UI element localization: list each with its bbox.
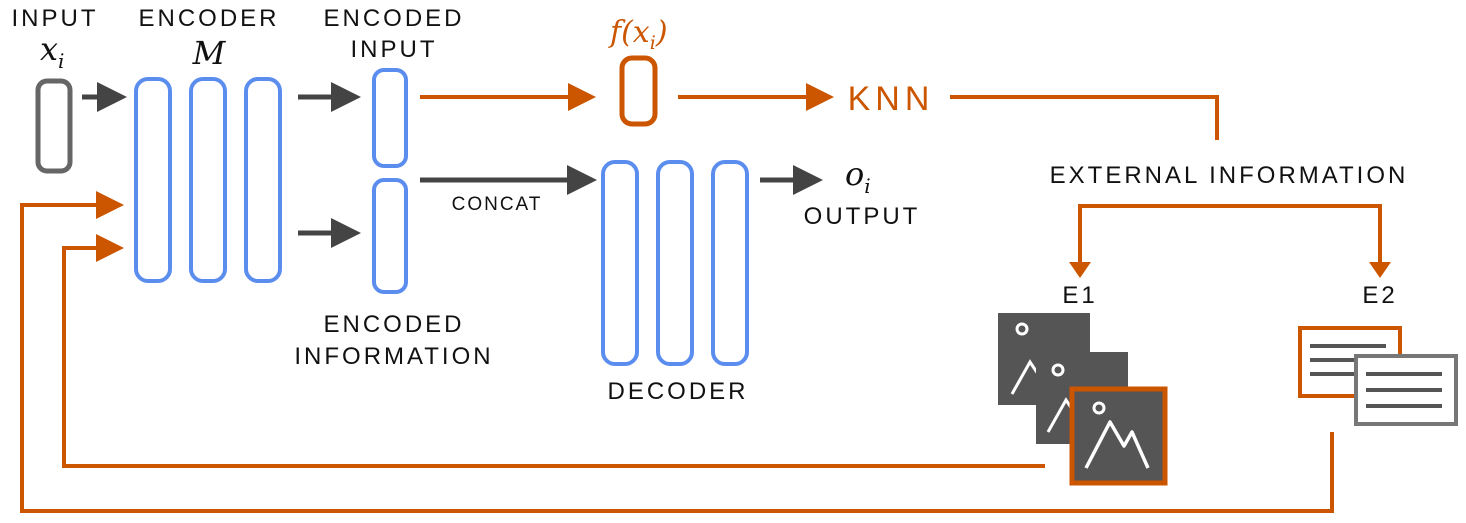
output-label: OUTPUT [804,203,921,230]
encoder-label: ENCODER [138,5,279,32]
output-symbol: oi [845,155,871,198]
e2-feedback-loop [20,191,1334,513]
encoder-symbol: M [192,34,227,72]
decoder-label: DECODER [607,378,748,405]
image-card-front [1069,386,1168,486]
decoder-layer-1 [601,160,639,366]
external-information-label: EXTERNAL INFORMATION [1050,162,1409,189]
encoded-input-label-line2: INPUT [351,36,438,63]
encoder-layer-1 [134,77,172,283]
encoded-input-label-line1: ENCODED [323,5,464,32]
concat-label: CONCAT [452,194,543,215]
knn-label: KNN [848,80,935,118]
arrowhead-to-e1 [1069,262,1091,278]
encoded-input-vector [372,68,408,168]
e2-label: E2 [1362,282,1397,309]
external-branch-connector [1078,204,1382,270]
feature-function-symbol: f(xi) [608,15,668,54]
e1-label: E1 [1062,282,1097,309]
encoder-layer-3 [244,77,282,283]
decoder-layer-3 [711,160,749,366]
encoded-info-label-line2: INFORMATION [294,343,493,370]
image-stack-icon [998,313,1168,486]
decoder-layer-2 [656,160,694,366]
encoded-info-label-line1: ENCODED [323,311,464,338]
encoder-layer-2 [189,77,227,283]
feature-vector [619,55,658,127]
input-vector [35,78,73,174]
input-symbol: xi [40,30,64,73]
encoded-information-vector [372,178,408,294]
input-label: INPUT [12,5,99,32]
knn-to-external-connector [950,95,1219,140]
document-card-back [1354,354,1458,426]
document-stack-icon [1298,326,1458,426]
e1-feedback-loop [62,234,1045,468]
arrowhead-to-e2 [1369,262,1391,278]
